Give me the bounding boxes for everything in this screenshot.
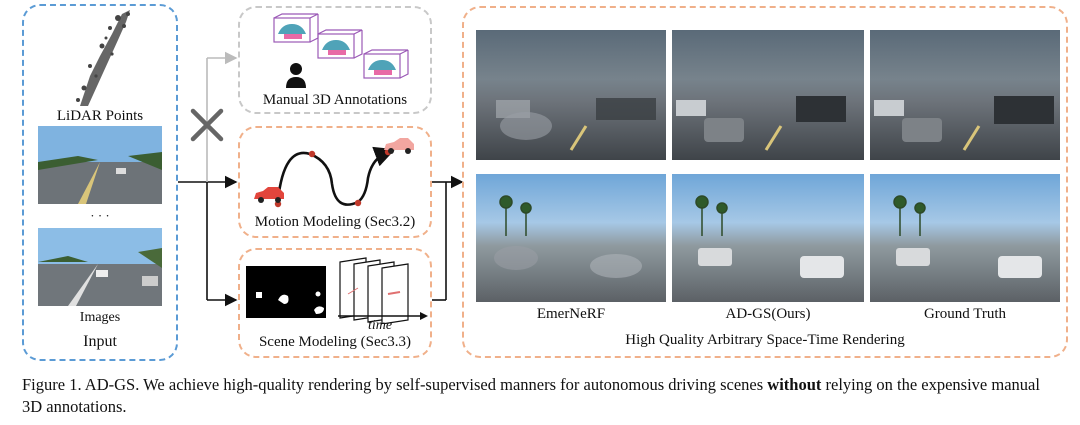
- motion-modeling-panel: [238, 126, 432, 238]
- top-row-scene-overlay: [496, 96, 1054, 151]
- column-label-adgs: AD-GS(Ours): [725, 306, 811, 322]
- rendering-panel: [462, 6, 1068, 358]
- input-image-1-scene: [38, 126, 162, 204]
- caption-bold: without: [767, 375, 822, 394]
- images-label: Images: [79, 310, 121, 325]
- input-title: Input: [83, 333, 117, 350]
- lidar-point-cloud: [76, 10, 130, 106]
- red-car-icon: [254, 187, 284, 203]
- caption-suffix: relying on the expensive manual 3D annot…: [22, 375, 1040, 416]
- render-top-adgs: [672, 30, 864, 160]
- person-icon: [286, 63, 306, 88]
- scene-modeling-panel: [238, 248, 432, 358]
- time-label: time: [368, 318, 393, 333]
- manual-annotations-panel: [238, 6, 432, 114]
- column-label-ground-truth: Ground Truth: [923, 306, 1007, 322]
- input-image-2: [38, 228, 162, 306]
- scene-modeling-label: Scene Modeling (Sec3.3): [258, 334, 412, 350]
- input-ellipsis: · · ·: [90, 208, 110, 223]
- figure-caption: Figure 1. AD-GS. We achieve high-quality…: [22, 374, 1062, 418]
- annotated-cars-icon: [273, 13, 409, 79]
- lidar-points-label: LiDAR Points: [56, 108, 144, 124]
- pink-car-icon: [384, 138, 414, 154]
- manual-annotations-label: Manual 3D Annotations: [262, 92, 408, 108]
- rendering-title: High Quality Arbitrary Space-Time Render…: [625, 332, 905, 348]
- bottom-row-scene-overlay: [494, 195, 1042, 278]
- motion-modeling-label: Motion Modeling (Sec3.2): [254, 214, 416, 230]
- scene-mask-image: [246, 266, 326, 318]
- render-top-ground-truth: [870, 30, 1060, 160]
- caption-prefix: Figure 1. AD-GS. We achieve high-quality…: [22, 375, 768, 394]
- cross-icon: [190, 108, 224, 142]
- column-label-emernerf: EmerNeRF: [536, 306, 606, 322]
- render-bottom-emernerf: [476, 174, 666, 302]
- frame-stack-icon: [339, 257, 409, 324]
- render-top-emernerf: [476, 30, 666, 160]
- render-bottom-ground-truth: [870, 174, 1060, 302]
- time-axis-arrow: [338, 312, 428, 320]
- input-panel: [22, 4, 178, 361]
- render-bottom-adgs: [672, 174, 864, 302]
